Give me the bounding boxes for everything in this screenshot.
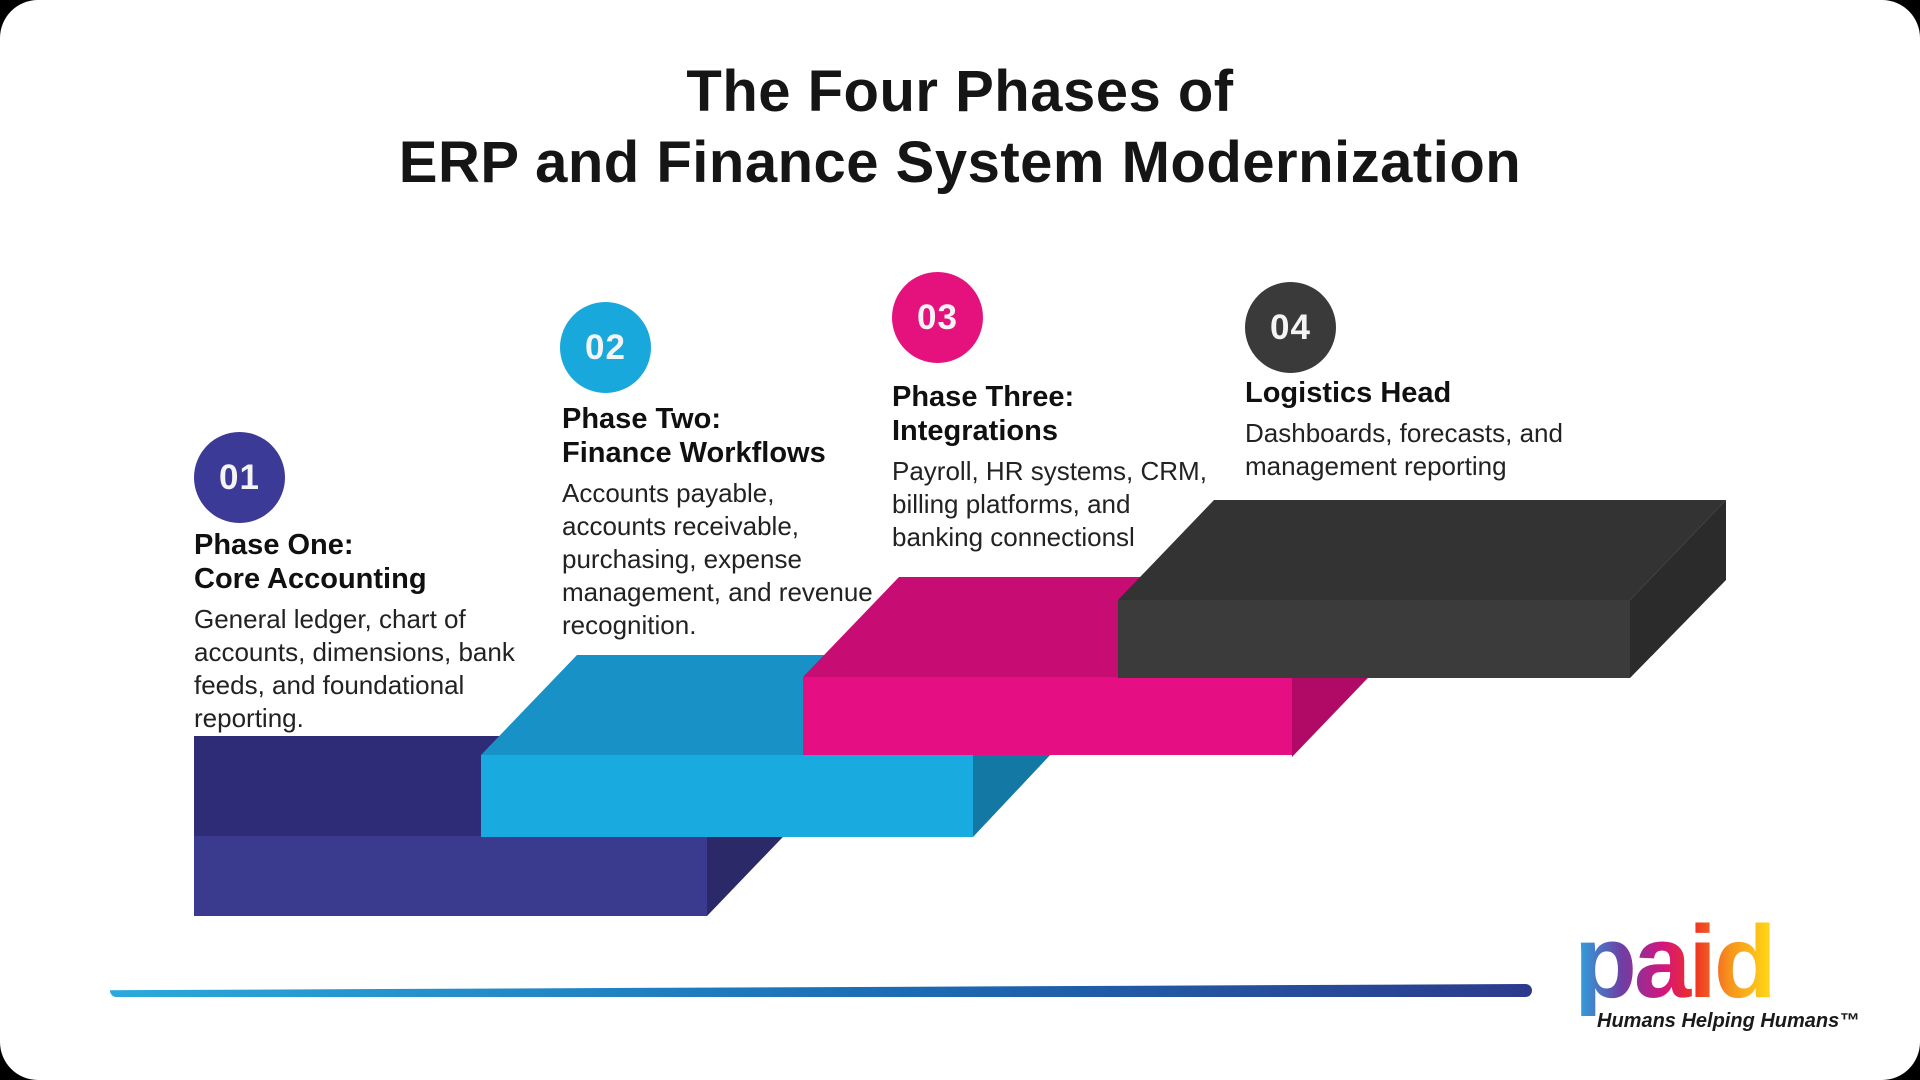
phase-3-description: Payroll, HR systems, CRM, billing platfo… bbox=[892, 455, 1207, 554]
page-title-line-2: ERP and Finance System Modernization bbox=[398, 130, 1522, 195]
phase-4-description: Dashboards, forecasts, and management re… bbox=[1245, 417, 1563, 483]
phase-1-heading-line-2: Core Accounting bbox=[194, 563, 427, 595]
phase-4-desc-line: Dashboards, forecasts, and bbox=[1245, 418, 1563, 448]
phase-3-heading-line-2: Integrations bbox=[892, 415, 1058, 447]
phase-3-number: 03 bbox=[917, 297, 958, 337]
phase-1-text: Phase One: Core Accounting General ledge… bbox=[194, 528, 515, 735]
phase-3-desc-line: banking connectionsl bbox=[892, 522, 1135, 552]
phase-2-text: Phase Two: Finance Workflows Accounts pa… bbox=[562, 402, 873, 642]
phase-2-desc-line: purchasing, expense bbox=[562, 544, 802, 574]
phase-2-desc-line: management, and revenue bbox=[562, 577, 873, 607]
phase-1-number: 01 bbox=[219, 457, 260, 497]
step-1-side-face bbox=[707, 736, 803, 916]
phase-2-desc-line: accounts receivable, bbox=[562, 511, 800, 541]
step-2-top-face bbox=[481, 655, 1069, 755]
phase-3-desc-line: Payroll, HR systems, CRM, bbox=[892, 456, 1207, 486]
phase-1-desc-line: feeds, and foundational bbox=[194, 670, 465, 700]
page-title: The Four Phases of ERP and Finance Syste… bbox=[0, 56, 1920, 198]
phase-4-number: 04 bbox=[1270, 307, 1311, 347]
phase-2-heading-line-1: Phase Two: bbox=[562, 403, 721, 435]
phase-2-desc-line: Accounts payable, bbox=[562, 478, 775, 508]
phase-3-badge: 03 bbox=[892, 272, 983, 363]
step-1-top-face bbox=[194, 736, 803, 836]
phase-3-desc-line: billing platforms, and bbox=[892, 489, 1131, 519]
phase-1-desc-line: accounts, dimensions, bank bbox=[194, 637, 515, 667]
phase-4-heading-line-1: Logistics Head bbox=[1245, 377, 1452, 409]
phase-1-desc-line: General ledger, chart of bbox=[194, 604, 466, 634]
phase-3-heading-line-1: Phase Three: bbox=[892, 381, 1075, 413]
phase-1-description: General ledger, chart of accounts, dimen… bbox=[194, 603, 515, 735]
phase-4-badge: 04 bbox=[1245, 282, 1336, 373]
phase-1-heading-line-1: Phase One: bbox=[194, 529, 354, 561]
step-3-front-face bbox=[803, 677, 1292, 755]
step-2-front-face bbox=[481, 755, 973, 837]
step-4-top-face bbox=[1118, 500, 1726, 600]
step-4-front-face bbox=[1118, 600, 1630, 678]
phase-2-desc-line: recognition. bbox=[562, 610, 697, 640]
paid-logo: paid bbox=[1574, 904, 1777, 1019]
phase-2-badge: 02 bbox=[560, 302, 651, 393]
gradient-divider-line bbox=[110, 984, 1532, 997]
step-1-front-face bbox=[194, 836, 707, 916]
step-3-side-face bbox=[1292, 577, 1388, 757]
phase-2-heading-line-2: Finance Workflows bbox=[562, 437, 826, 469]
phase-2-number: 02 bbox=[585, 327, 626, 367]
phase-4-desc-line: management reporting bbox=[1245, 451, 1507, 481]
phase-3-text: Phase Three: Integrations Payroll, HR sy… bbox=[892, 380, 1207, 554]
step-2-side-face bbox=[973, 655, 1069, 837]
step-3-top-face bbox=[803, 577, 1388, 677]
phase-1-badge: 01 bbox=[194, 432, 285, 523]
phase-4-text: Logistics Head Dashboards, forecasts, an… bbox=[1245, 376, 1563, 483]
phase-2-description: Accounts payable, accounts receivable, p… bbox=[562, 477, 873, 642]
page-title-line-1: The Four Phases of bbox=[686, 59, 1234, 124]
phase-1-desc-line: reporting. bbox=[194, 703, 304, 733]
logo-tagline: Humans Helping Humans™ bbox=[1597, 1010, 1860, 1032]
step-4-side-face bbox=[1630, 500, 1726, 678]
